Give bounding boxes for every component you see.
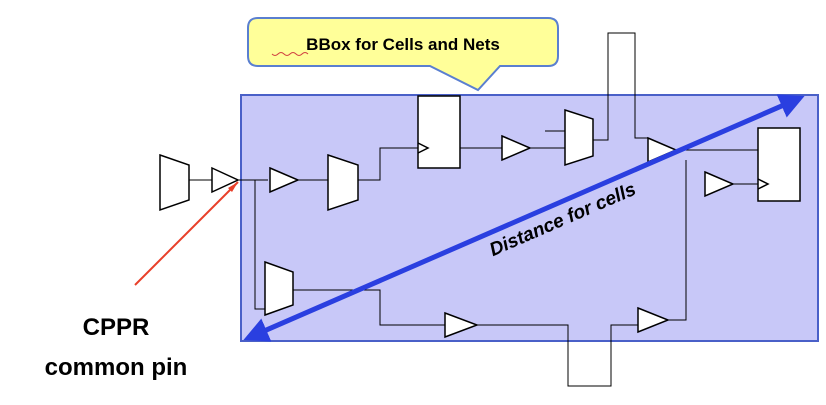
mux-3 — [264, 260, 294, 317]
cppr-label-line1: CPPR — [83, 314, 150, 341]
mux-2 — [564, 108, 594, 167]
callout-underline — [271, 52, 309, 56]
flipflop-1 — [417, 95, 461, 169]
mux-1 — [327, 153, 359, 212]
callout-text: BBox for Cells and Nets — [306, 35, 500, 54]
cppr-pointer-line — [134, 181, 239, 286]
mux-left-outside — [159, 153, 190, 212]
flipflop-2 — [757, 127, 801, 202]
cppr-pointer-head — [228, 182, 238, 192]
distance-arrow — [243, 94, 805, 342]
callout-bubble — [247, 17, 559, 92]
buffer-cppr — [211, 166, 240, 194]
cppr-label-line2: common pin — [45, 354, 188, 381]
